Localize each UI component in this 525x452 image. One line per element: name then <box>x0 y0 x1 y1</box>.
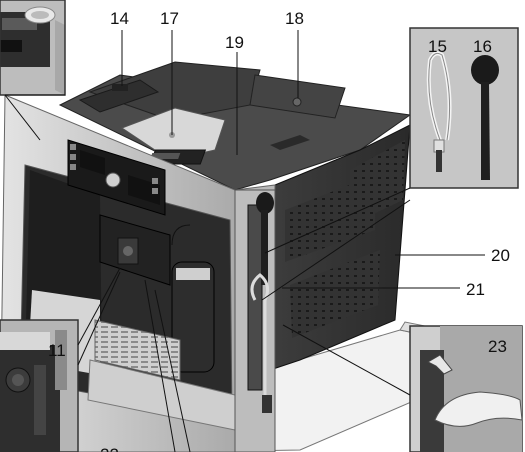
measuring-spoon-icon <box>471 55 499 85</box>
callout-23: 23 <box>488 337 507 356</box>
lid-knob[interactable] <box>292 97 302 107</box>
panel-buttons[interactable] <box>70 144 158 194</box>
control-panel <box>67 139 166 216</box>
milk-tube[interactable] <box>250 273 272 413</box>
callout-18: 18 <box>285 9 304 28</box>
callout-22: 22 <box>100 445 119 452</box>
callout-20: 20 <box>491 246 510 265</box>
callout-21: 21 <box>466 280 485 299</box>
rotary-knob[interactable] <box>105 172 121 188</box>
appliance-door[interactable] <box>234 189 276 452</box>
inset-bottom-left <box>0 319 79 452</box>
accessory-inset <box>409 27 519 189</box>
hand-icon <box>434 391 523 427</box>
milk-container[interactable] <box>171 224 215 373</box>
inset-top-left <box>0 0 66 96</box>
callout-15: 15 <box>428 37 447 56</box>
callout-14: 14 <box>110 9 129 28</box>
arrow-icon <box>426 354 453 375</box>
callout-17: 17 <box>160 9 179 28</box>
callout-16: 16 <box>473 37 492 56</box>
inset-bottom-right <box>409 325 523 452</box>
coffee-outlet[interactable] <box>99 214 171 286</box>
measuring-spoon[interactable] <box>256 192 274 285</box>
leader-lines <box>4 30 485 452</box>
callout-11: 11 <box>48 341 66 360</box>
callout-19: 19 <box>225 33 244 52</box>
machine-top <box>58 61 412 191</box>
